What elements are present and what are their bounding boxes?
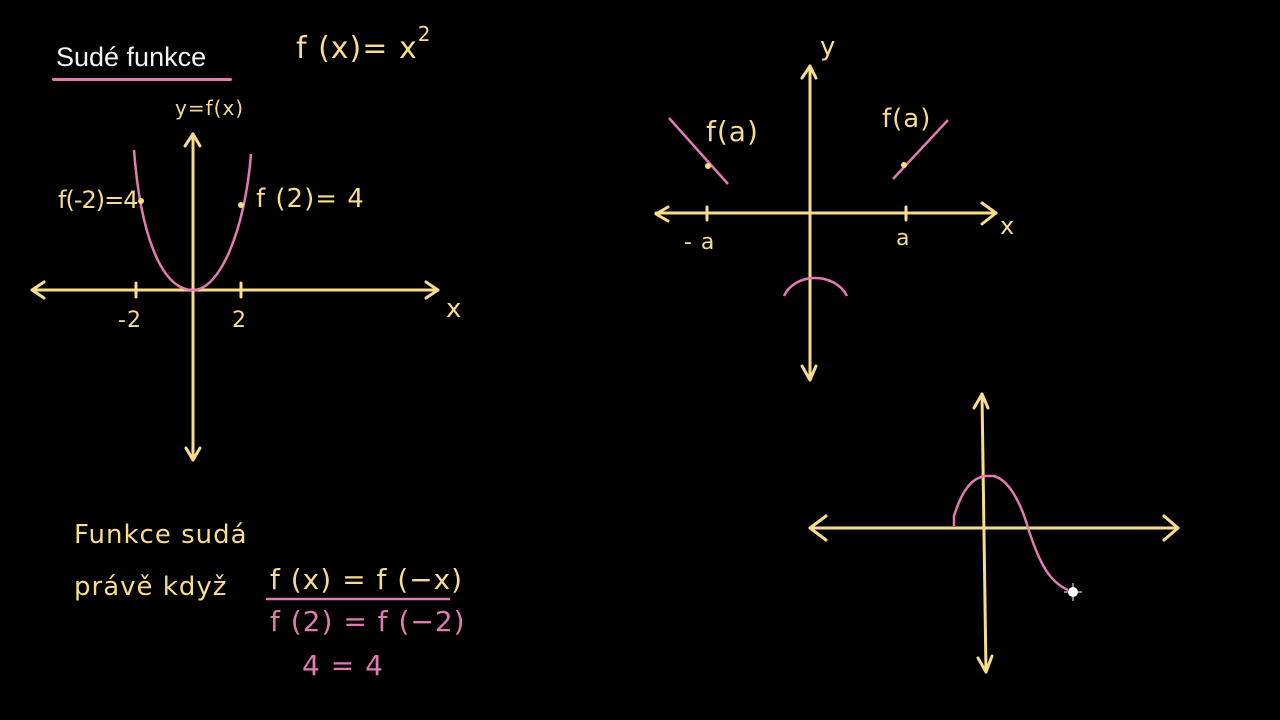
point-f-2 xyxy=(238,202,244,208)
graph1-x-label: x xyxy=(446,294,463,324)
definition-example: f (2) = f (−2) xyxy=(270,605,466,638)
definition-equation: f (x) = f (−x) xyxy=(270,563,464,596)
graph2-left-label: f(a) xyxy=(706,115,759,148)
page-title: Sudé funkce xyxy=(56,42,207,72)
graph1-axes xyxy=(30,132,440,462)
point-f-neg2 xyxy=(138,198,144,204)
graph3-axes xyxy=(808,392,1180,674)
point-f-neg-a xyxy=(705,163,711,169)
pen-cursor-icon xyxy=(1064,583,1082,601)
graph3-curve xyxy=(952,474,1069,592)
graph2-right-segment xyxy=(892,119,949,180)
graph2-axes xyxy=(654,64,998,382)
graph1-left-point-label: f(-2)=4 xyxy=(58,186,138,214)
title-underline xyxy=(52,78,232,81)
graph1-y-label: y=f(x) xyxy=(175,96,245,120)
formula-exponent: 2 xyxy=(417,22,432,46)
graph2-tick-a: a xyxy=(896,226,911,251)
graph1-right-point-label: f (2)= 4 xyxy=(256,184,365,214)
point-f-a xyxy=(901,162,907,168)
graph2-y-label: y xyxy=(820,32,837,62)
graph2-tick-neg-a: - a xyxy=(684,230,716,255)
graph1-tick-2: 2 xyxy=(232,308,247,333)
definition-line1: Funkce sudá xyxy=(74,520,248,550)
definition-line2: právě když xyxy=(74,572,228,602)
formula-base: x xyxy=(398,31,418,66)
function-formula: f (x)= x2 xyxy=(296,24,431,66)
graph2-x-label: x xyxy=(1000,212,1016,240)
formula-lhs: f (x)= xyxy=(296,31,389,66)
graph1-parabola xyxy=(132,149,253,292)
graph2-arc xyxy=(782,276,849,297)
graph2-left-segment xyxy=(668,117,729,185)
graph2-right-label: f(a) xyxy=(882,104,932,134)
definition-result: 4 = 4 xyxy=(302,649,384,682)
graph1-tick-neg2: -2 xyxy=(118,308,142,333)
